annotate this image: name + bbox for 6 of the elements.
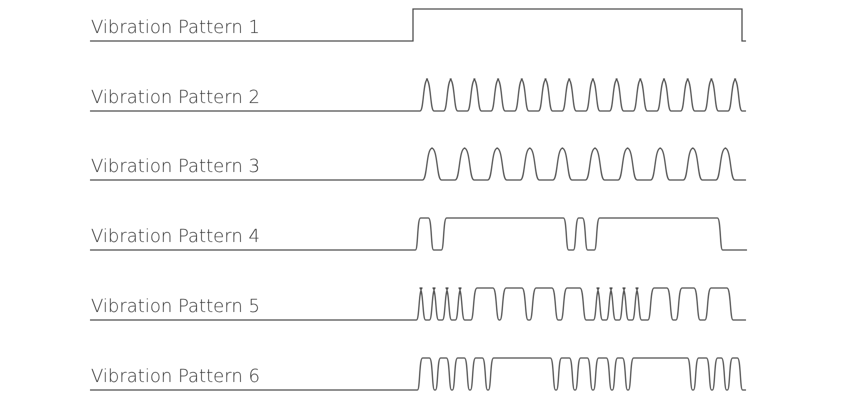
pattern-label: Vibration Pattern 6 [91, 367, 260, 387]
pattern-label: Vibration Pattern 5 [91, 297, 260, 317]
pattern-label: Vibration Pattern 3 [91, 157, 260, 177]
pattern-label: Vibration Pattern 4 [91, 227, 260, 247]
pattern-label: Vibration Pattern 2 [91, 88, 260, 108]
pattern-label: Vibration Pattern 1 [91, 18, 260, 38]
